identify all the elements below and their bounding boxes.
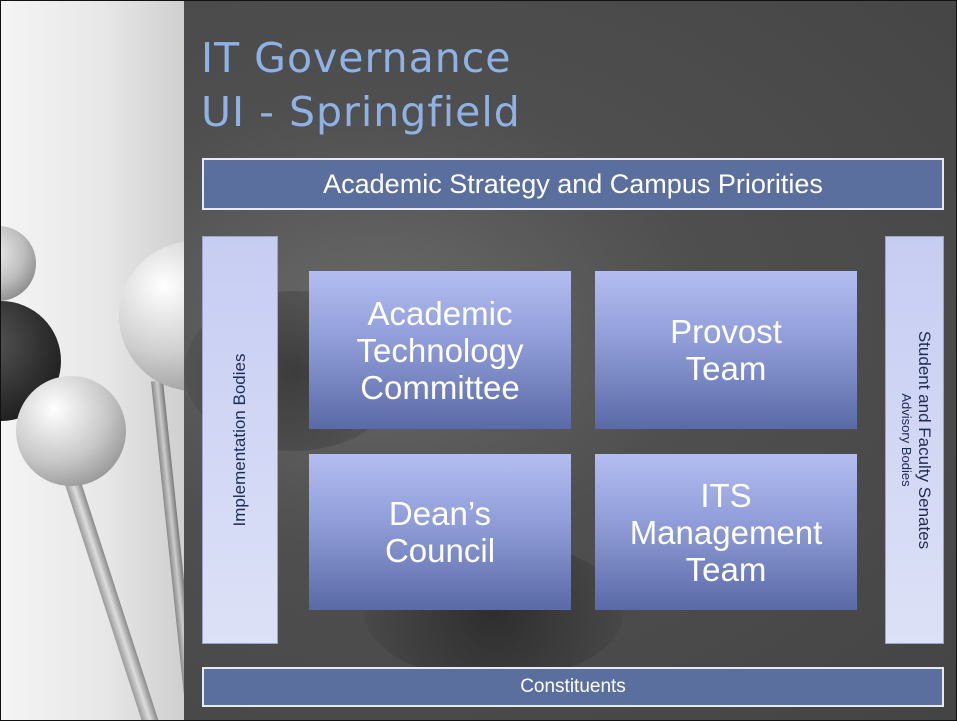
title-line-2: UI - Springfield [201,88,521,136]
constituents-bar: Constituents [202,667,944,707]
pushpin-ball-image [119,241,184,391]
box-label-line: Management [629,513,823,551]
box-label-line: Team [685,550,767,588]
box-label-line: Committee [360,368,520,406]
pushpin-needle-image [151,380,184,720]
box-label-line: Academic [367,294,513,332]
box-label-line: Technology [356,331,524,369]
title-line-1: IT Governance [201,34,512,82]
implementation-bodies-label: Implementation Bodies [230,353,249,527]
provost-team-box: Provost Team [595,271,857,429]
deans-council-box: Dean’s Council [309,454,571,610]
pushpin-needle-image [61,468,164,720]
advisory-bodies-panel: Student and Faculty Senates Advisory Bod… [885,236,944,644]
advisory-bodies-label: Student and Faculty Senates Advisory Bod… [897,330,934,550]
decorative-photo [1,1,184,720]
academic-technology-committee-box: Academic Technology Committee [309,271,571,429]
implementation-bodies-panel: Implementation Bodies [202,236,278,644]
its-management-team-box: ITS Management Team [595,454,857,610]
advisory-line-1: Student and Faculty Senates [914,330,934,550]
pushpin-ball-image [1,226,36,301]
box-label-line: ITS [700,476,752,514]
box-label-line: Dean’s [388,495,492,532]
box-label-line: Team [685,350,767,387]
pushpin-ball-image [16,376,126,486]
box-label-line: Provost [670,313,782,350]
slide-title: IT Governance UI - Springfield [201,31,521,139]
advisory-line-2: Advisory Bodies [898,393,914,487]
strategy-bar: Academic Strategy and Campus Priorities [202,158,944,210]
box-label-line: Council [384,532,496,569]
